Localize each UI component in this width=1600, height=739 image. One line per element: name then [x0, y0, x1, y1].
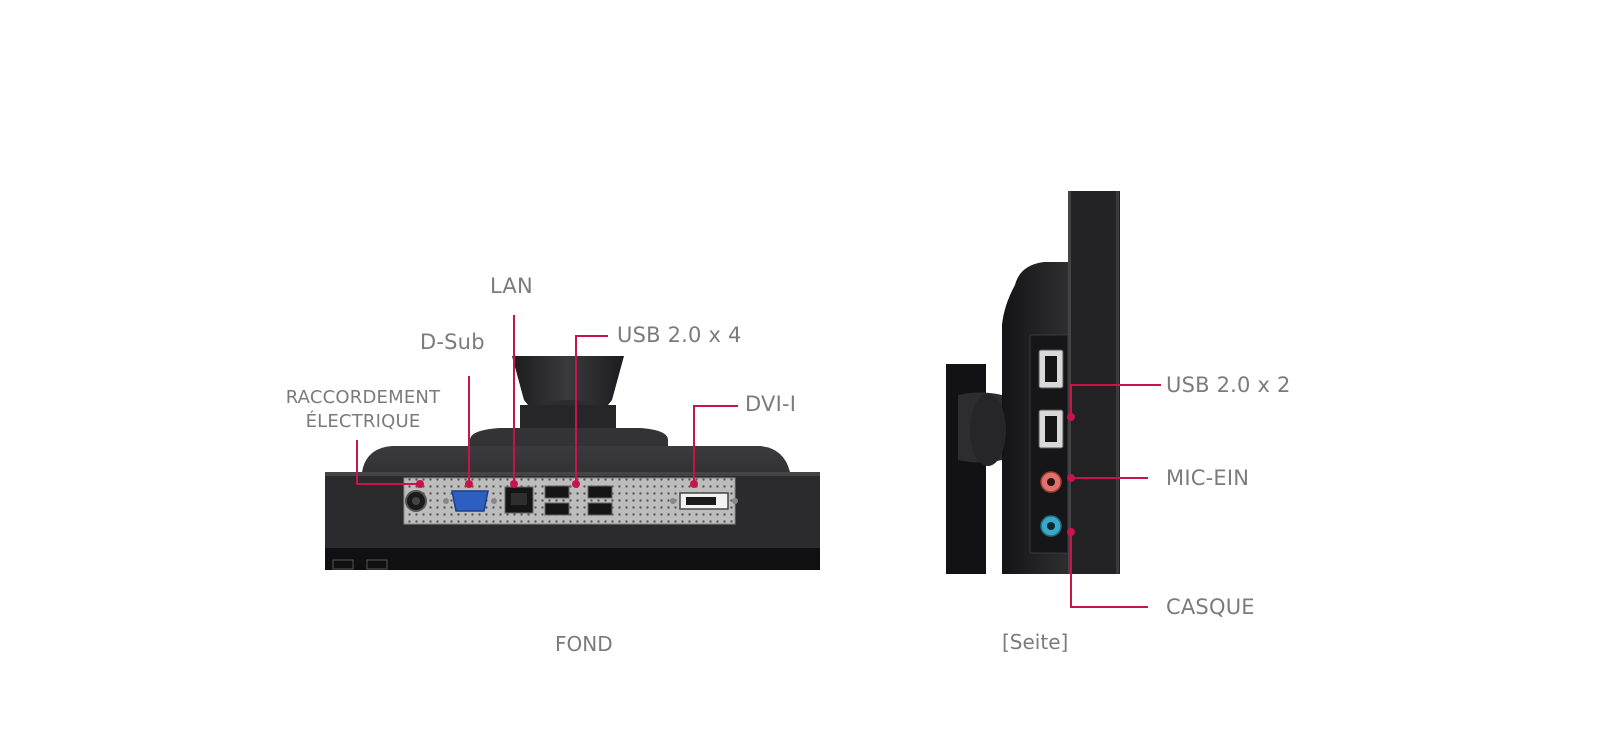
side-leader-lines	[1070, 384, 1161, 608]
bottom-leader-lines	[356, 315, 738, 485]
caption-side-view: [Seite]	[1002, 630, 1069, 654]
label-power-line2: ÉLECTRIQUE	[305, 411, 421, 432]
leader-headphone	[1070, 532, 1148, 608]
leader-side-usb	[1070, 384, 1161, 417]
label-power: RACCORDEMENT ÉLECTRIQUE	[278, 386, 448, 434]
usb-ports-side	[1038, 349, 1064, 449]
leader-power	[356, 440, 420, 485]
lan-port	[504, 486, 534, 514]
label-usb-bottom: USB 2.0 x 4	[617, 323, 742, 347]
label-mic: MIC-EIN	[1166, 466, 1250, 490]
label-usb-side: USB 2.0 x 2	[1166, 373, 1291, 397]
side-screen-panel	[1068, 191, 1120, 574]
label-power-line1: RACCORDEMENT	[285, 387, 441, 408]
label-lan: LAN	[490, 274, 533, 298]
dvi-port	[670, 492, 738, 510]
caption-bottom-view: FOND	[555, 632, 613, 656]
label-headphone: CASQUE	[1166, 595, 1255, 619]
bottom-leader-dots	[416, 480, 698, 488]
usb-ports-bottom	[544, 485, 613, 516]
side-leader-dots	[1067, 413, 1075, 536]
label-dsub: D-Sub	[420, 330, 485, 354]
label-dvi: DVI-I	[745, 392, 797, 416]
monitor-side-view	[946, 191, 1120, 574]
leader-dvi	[693, 405, 738, 484]
vga-port	[443, 490, 497, 512]
leader-usb	[575, 335, 608, 484]
